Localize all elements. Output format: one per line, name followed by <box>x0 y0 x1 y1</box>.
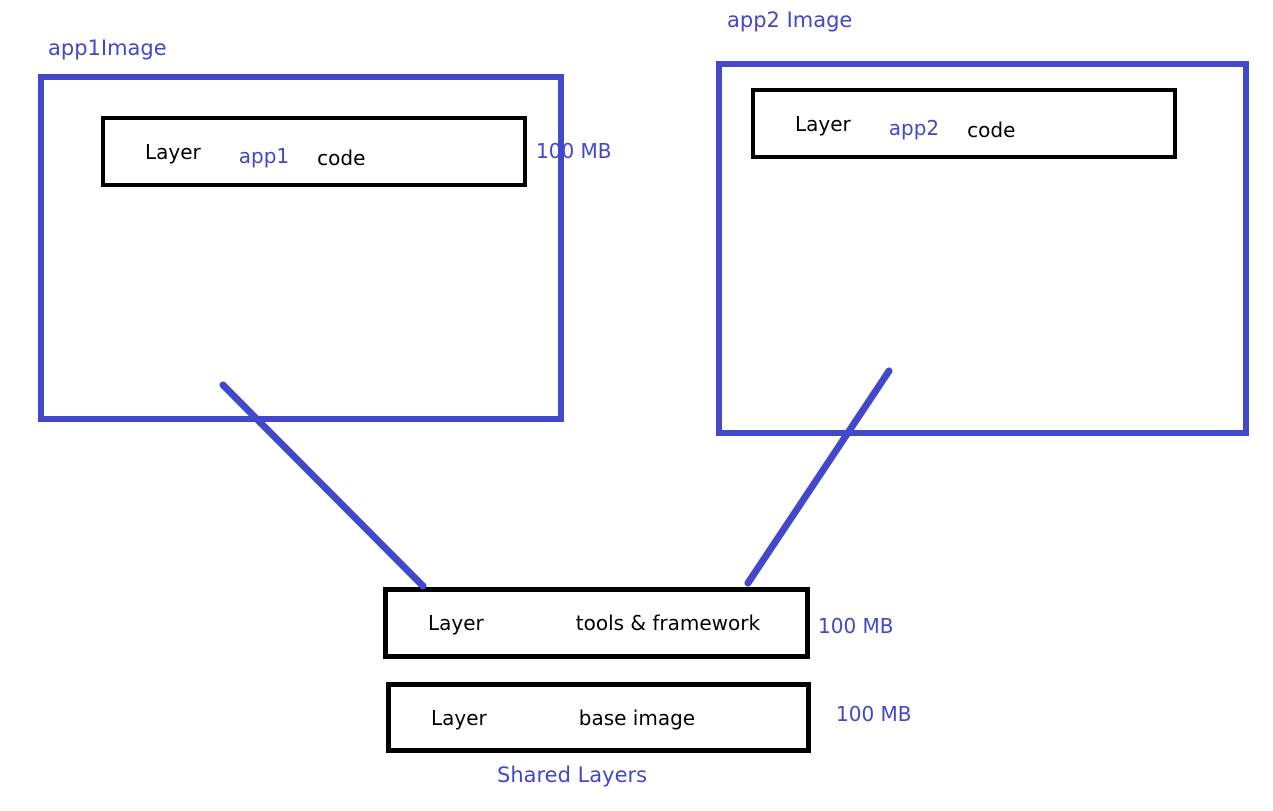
shared-layers-caption: Shared Layers <box>497 763 648 787</box>
app2-layer-word: Layer <box>795 111 851 136</box>
base-layer-size: 100 MB <box>836 702 912 726</box>
base-layer-word: Layer <box>431 705 487 730</box>
app1-layer-size: 100 MB <box>536 139 612 163</box>
base-layer-label: base image <box>578 705 696 730</box>
app1-layer-box: Layer app1 code <box>101 116 527 187</box>
app2-layer-code-word: code <box>967 117 1016 142</box>
tools-layer-label: tools & framework <box>575 611 761 635</box>
app2-layer-name: app2 <box>888 115 940 140</box>
app1-layer-name: app1 <box>238 143 290 168</box>
tools-layer-size: 100 MB <box>818 614 894 638</box>
app1-layer-code-word: code <box>317 145 366 170</box>
app1-layer-word: Layer <box>145 139 201 164</box>
app2-image-box <box>716 61 1249 436</box>
app2-layer-box: Layer app2 code <box>751 88 1177 159</box>
app2-image-title: app2 Image <box>727 8 853 32</box>
tools-layer-word: Layer <box>428 611 484 635</box>
app1-image-title: app1Image <box>48 36 167 60</box>
shared-layer-base-box: Layer base image <box>386 682 811 753</box>
shared-layer-tools-box: Layer tools & framework <box>383 587 810 659</box>
